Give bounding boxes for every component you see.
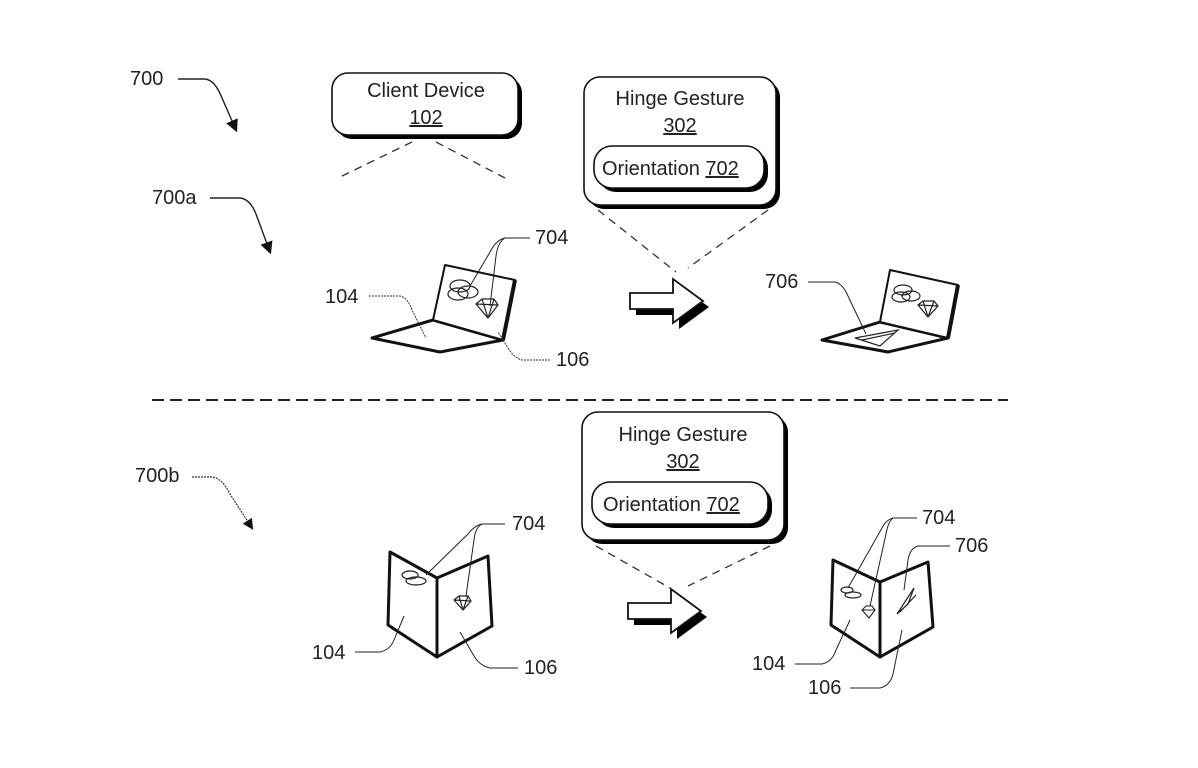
leader-104-bottom-right <box>795 619 851 665</box>
label-104-bottom-left: 104 <box>312 642 345 664</box>
ref-700b-arrow-icon <box>192 476 254 530</box>
ref-700a-arrow-icon <box>210 197 273 255</box>
content-shapes-icon <box>891 284 921 303</box>
client-device-ref: 102 <box>409 107 442 129</box>
client-device-box: Client Device 102 <box>331 72 522 139</box>
transition-arrow-icon-bottom <box>627 587 707 639</box>
device-book-before <box>386 550 494 659</box>
device-book-after <box>829 558 935 659</box>
label-106-top: 106 <box>556 349 589 371</box>
hinge-dashed-left-bottom <box>595 545 671 589</box>
client-device-dashed-left <box>337 141 413 179</box>
leader-104-bottom-left <box>355 615 405 653</box>
leader-704b-bottom-right <box>869 517 894 607</box>
hinge-dashed-right-top <box>687 209 769 269</box>
ref-700a-label: 700a <box>152 187 197 209</box>
hinge-dashed-left-top <box>597 209 677 273</box>
content-diamond-icon <box>917 300 939 318</box>
hinge-dashed-right-bottom <box>687 545 771 587</box>
client-device-dashed-right <box>435 141 506 179</box>
label-106-bottom-left: 106 <box>524 657 557 679</box>
hinge-gesture-box-top: Hinge Gesture 302 Orientation 702 <box>583 76 780 209</box>
content-diamond-icon <box>861 605 876 619</box>
label-706-top: 706 <box>765 271 798 293</box>
content-shapes-icon <box>840 586 862 599</box>
ref-700b-callout: 700b <box>135 465 254 530</box>
label-704-bottom-right: 704 <box>922 507 955 529</box>
ref-700-label: 700 <box>130 68 163 90</box>
device-laptop-after <box>820 269 960 354</box>
content-diamond-icon <box>453 595 472 611</box>
content-diamond-icon <box>475 298 499 319</box>
ref-700a-callout: 700a <box>152 187 273 255</box>
orientation-label: Orientation 702 <box>602 158 739 180</box>
orientation-box: Orientation 702 <box>593 145 768 192</box>
leader-706-top <box>808 281 867 335</box>
leader-704b-bottom-left <box>465 523 483 597</box>
hinge-gesture-ref: 302 <box>666 451 699 473</box>
label-706-bottom-right: 706 <box>955 535 988 557</box>
label-704-bottom-left: 704 <box>512 513 545 535</box>
ref-700b-label: 700b <box>135 465 180 487</box>
hinge-gesture-box-bottom: Hinge Gesture 302 Orientation 702 <box>581 411 788 544</box>
moved-content-706-icon <box>896 587 917 615</box>
transition-arrow-icon-top <box>629 277 709 329</box>
leader-106-top <box>497 331 550 361</box>
orientation-box: Orientation 702 <box>591 481 772 528</box>
leader-104-top <box>369 295 427 339</box>
ref-700-callout: 700 <box>130 68 238 133</box>
moved-content-706-icon <box>854 329 901 347</box>
client-device-title: Client Device <box>367 80 485 102</box>
label-704-top: 704 <box>535 227 568 249</box>
hinge-gesture-ref: 302 <box>663 115 696 137</box>
label-104-top: 104 <box>325 286 358 308</box>
device-laptop-before <box>370 264 517 354</box>
hinge-gesture-title: Hinge Gesture <box>619 424 748 446</box>
label-104-bottom-right: 104 <box>752 653 785 675</box>
content-shapes-icon <box>401 570 427 586</box>
leader-106-bottom-left <box>459 631 518 669</box>
leader-704b-top <box>489 237 506 307</box>
leader-106-bottom-right <box>850 629 903 689</box>
label-106-bottom-right: 106 <box>808 677 841 699</box>
hinge-gesture-title: Hinge Gesture <box>616 88 745 110</box>
ref-700-arrow-icon <box>178 78 238 133</box>
leader-706-bottom-right <box>903 545 950 591</box>
orientation-label: Orientation 702 <box>603 494 740 516</box>
